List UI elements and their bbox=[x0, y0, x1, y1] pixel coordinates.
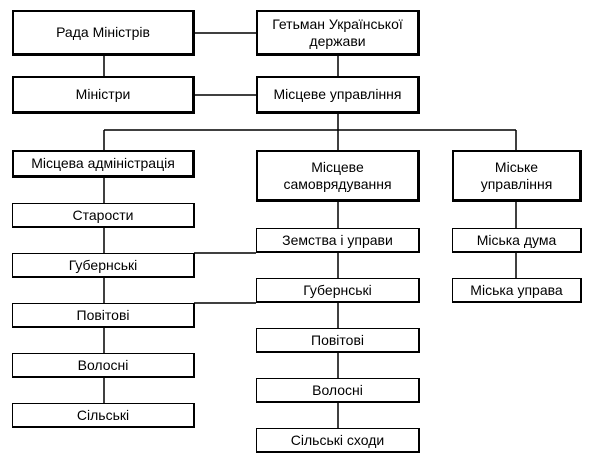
city-uprava-label: Міська управа bbox=[470, 281, 563, 298]
rada-ministriv-box: Рада Міністрів bbox=[12, 10, 195, 56]
local-administration-label: Місцева адміністрація bbox=[31, 155, 175, 171]
selfgov-silski-skhody-label: Сільські сходи bbox=[290, 431, 385, 448]
selfgov-povitovi-box: Повітові bbox=[256, 328, 420, 353]
local-self-government-label: Місцеве самоврядування bbox=[283, 158, 392, 192]
selfgov-gubernski-label: Губернські bbox=[303, 281, 372, 298]
selfgov-povitovi-label: Повітові bbox=[311, 331, 364, 348]
starosty-box: Старости bbox=[12, 203, 195, 228]
admin-gubernski-label: Губернські bbox=[68, 256, 138, 273]
admin-volosni-label: Волосні bbox=[77, 356, 129, 373]
city-duma-box: Міська дума bbox=[452, 228, 582, 253]
admin-volosni-box: Волосні bbox=[12, 353, 195, 378]
admin-silski-label: Сільські bbox=[76, 406, 130, 423]
admin-povitovi-label: Повітові bbox=[76, 306, 130, 323]
hetman-box: Гетьман Української держави bbox=[256, 10, 420, 56]
admin-gubernski-box: Губернські bbox=[12, 253, 195, 278]
starosty-label: Старости bbox=[72, 206, 134, 223]
selfgov-volosni-box: Волосні bbox=[256, 378, 420, 403]
local-self-government-box: Місцеве самоврядування bbox=[256, 150, 420, 202]
zemstva-box: Земства і управи bbox=[256, 228, 420, 253]
selfgov-volosni-label: Волосні bbox=[312, 381, 363, 398]
rada-ministriv-label: Рада Міністрів bbox=[56, 24, 150, 40]
zemstva-label: Земства і управи bbox=[282, 231, 393, 248]
ministry-label: Міністри bbox=[75, 86, 131, 102]
admin-silski-box: Сільські bbox=[12, 403, 195, 428]
admin-povitovi-box: Повітові bbox=[12, 303, 195, 328]
city-government-label: Міське управління bbox=[480, 158, 553, 192]
selfgov-gubernski-box: Губернські bbox=[256, 278, 420, 303]
selfgov-silski-skhody-box: Сільські сходи bbox=[256, 428, 420, 453]
ministry-box: Міністри bbox=[12, 76, 195, 114]
city-uprava-box: Міська управа bbox=[452, 278, 582, 303]
hetman-label: Гетьман Української держави bbox=[272, 15, 403, 49]
city-duma-label: Міська дума bbox=[476, 231, 557, 248]
city-government-box: Міське управління bbox=[452, 150, 582, 202]
local-government-box: Місцеве управління bbox=[256, 76, 420, 114]
local-administration-box: Місцева адміністрація bbox=[12, 150, 195, 178]
local-government-label: Місцеве управління bbox=[273, 86, 402, 102]
